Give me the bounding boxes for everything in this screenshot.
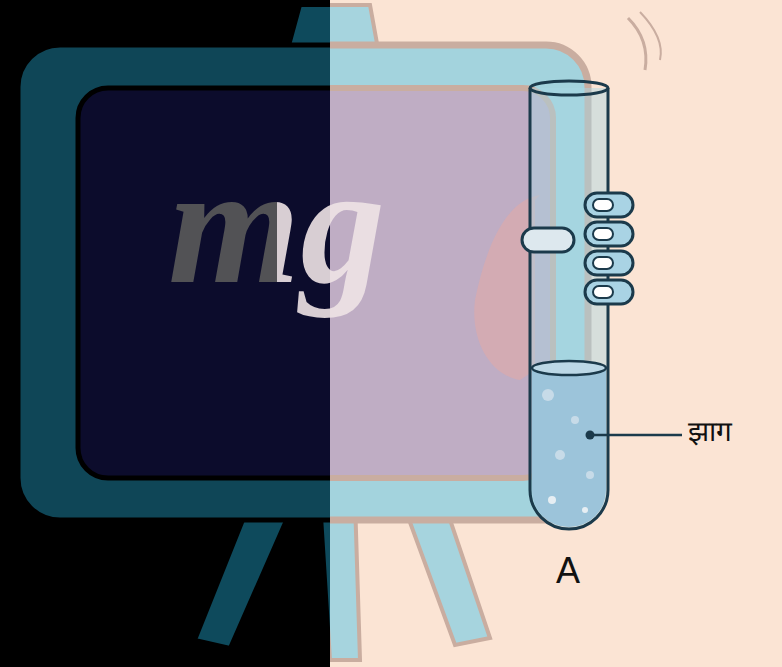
dark-half xyxy=(0,0,330,667)
hand-fingers xyxy=(522,193,633,304)
part-label: झाग xyxy=(688,418,732,446)
foam xyxy=(532,368,606,527)
figure-label: A xyxy=(556,553,580,589)
leader-line xyxy=(586,431,683,440)
light-half xyxy=(330,0,782,667)
watermark: mg xyxy=(168,140,405,330)
